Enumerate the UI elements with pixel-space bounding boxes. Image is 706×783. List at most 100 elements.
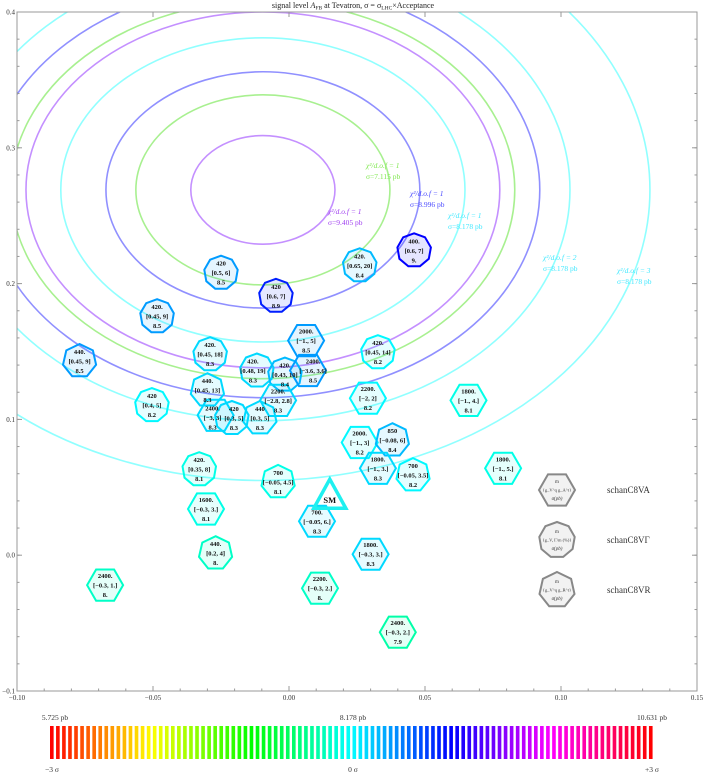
legend-marker-l2: {g_V^q g_A^t}: [543, 488, 572, 493]
point-marker-VA: [348, 381, 388, 415]
colorbar-bar: [467, 726, 472, 759]
colorbar-bar: [570, 726, 574, 759]
colorbar-bar: [98, 726, 103, 759]
data-point-label: 440[0.3, 5]8.3: [250, 406, 269, 432]
colorbar-bar: [497, 726, 502, 759]
point-sigma: 8.3: [367, 561, 376, 568]
point-range: [0.3, 5]: [250, 416, 269, 423]
colorbar-bar: [243, 726, 248, 759]
point-marker-VA: [358, 451, 398, 485]
colorbar-bar: [558, 726, 562, 759]
contour-ellipse-6: [17, 12, 541, 399]
point-mass: 2400.: [98, 573, 113, 580]
colorbar-bar: [642, 726, 647, 759]
point-range: [0.3, 5]: [224, 416, 243, 423]
point-sigma: 8.3: [203, 397, 212, 404]
point-mass: 420: [147, 393, 157, 400]
colorbar-bar: [479, 726, 484, 759]
sm-label: SM: [323, 495, 336, 505]
colorbar-bar: [425, 726, 429, 759]
point-range: [0.45, 9]: [68, 359, 90, 366]
colorbar-bar: [74, 726, 78, 759]
colorbar-bar: [189, 726, 193, 759]
point-mass: 420: [216, 261, 226, 268]
point-range: [0.5, 6]: [212, 270, 231, 277]
data-point-label: 2400.[−0.3, 2.]7.9: [386, 620, 410, 646]
point-marker-VG: [341, 247, 378, 283]
point-sigma: 8.3: [230, 425, 239, 432]
colorbar-bar: [648, 726, 653, 759]
colorbar-bar: [588, 726, 593, 759]
y-tick-label: −0.1: [2, 688, 15, 696]
data-point-label: 440.[0.45, 13]8.3: [195, 378, 220, 404]
point-range: [0.6, 7]: [405, 248, 424, 255]
colorbar-bar: [564, 726, 568, 759]
colorbar-bar: [630, 726, 635, 759]
point-mass: 440.: [202, 378, 214, 385]
x-tick-label: 0.10: [555, 694, 568, 702]
contour-group: [17, 12, 651, 482]
point-range: [−1., 3.]: [367, 466, 388, 473]
colorbar-bar: [140, 726, 145, 759]
colorbar-bar: [509, 726, 514, 759]
point-marker-VA: [186, 492, 226, 526]
point-mass: 2200.: [271, 388, 286, 395]
colorbar-low-sigma: −3 σ: [45, 765, 59, 774]
data-point-label: 2200.[−2.8, 2.8]8.3: [264, 388, 292, 414]
point-sigma: 8.4: [388, 447, 397, 454]
point-mass: 1800.: [363, 542, 378, 549]
colorbar-bar: [110, 726, 115, 759]
point-marker-VG: [192, 336, 228, 372]
point-mass: 420.: [354, 253, 366, 260]
colorbar-bar: [285, 726, 290, 759]
point-sigma: 8.3: [206, 361, 215, 368]
colorbar-bar: [406, 726, 411, 759]
data-point-label: 420.[0.45, 14]8.2: [365, 340, 390, 366]
contour-label-chi2: χ²/d.o.f = 1: [365, 161, 400, 170]
contour-label-sigma: σ=8.178 pb: [448, 222, 483, 231]
sm-triangle-marker: [310, 475, 349, 510]
point-range: [0.2, 4]: [206, 551, 225, 558]
colorbar-bar: [292, 726, 296, 759]
point-range: [−1., 4.]: [458, 398, 479, 405]
contour-ellipse-0: [190, 134, 336, 246]
colorbar-bar: [328, 726, 332, 759]
point-marker-VR: [242, 399, 278, 435]
colorbar-bar: [527, 726, 532, 759]
point-sigma: 8.2: [374, 359, 382, 366]
colorbar-bar: [358, 726, 363, 759]
colorbar-bar: [576, 726, 580, 759]
point-mass: 2400.: [390, 620, 405, 627]
colorbar-bar: [177, 726, 181, 759]
contour-label-chi2: χ²/d.o.f = 1: [327, 207, 362, 216]
point-marker-VR: [374, 422, 410, 457]
point-range: [0.45, 14]: [365, 350, 390, 357]
point-mass: 420.: [279, 363, 291, 370]
colorbar-bar: [376, 726, 381, 759]
title-symbol: A: [310, 1, 316, 10]
colorbar-bar: [310, 726, 314, 759]
point-marker-VG: [203, 254, 239, 290]
point-marker-VA: [351, 537, 390, 571]
point-range: [0.4, 5]: [142, 403, 161, 410]
colorbar-bar: [164, 726, 169, 759]
colorbar-bar: [50, 726, 54, 759]
x-tick-label: −0.10: [9, 694, 26, 702]
data-point-label: 420.[0.45, 18]8.3: [197, 342, 222, 368]
data-point-label: 2000.[−1., 5]8.5: [296, 329, 315, 355]
x-tick-label: 0.15: [691, 694, 704, 702]
colorbar-bar: [80, 726, 84, 759]
point-marker-VG: [134, 387, 170, 423]
colorbar-bar: [540, 726, 544, 759]
colorbar-bar: [304, 726, 308, 759]
colorbar-bar: [443, 726, 447, 759]
colorbar-bar: [255, 726, 260, 759]
legend-label: schanC8VΓ: [607, 535, 650, 545]
point-sigma: 8.3: [208, 424, 217, 431]
point-sigma: 8.5: [309, 378, 318, 385]
point-sigma: 8.: [318, 595, 323, 602]
point-sigma: 8.1: [499, 475, 507, 482]
